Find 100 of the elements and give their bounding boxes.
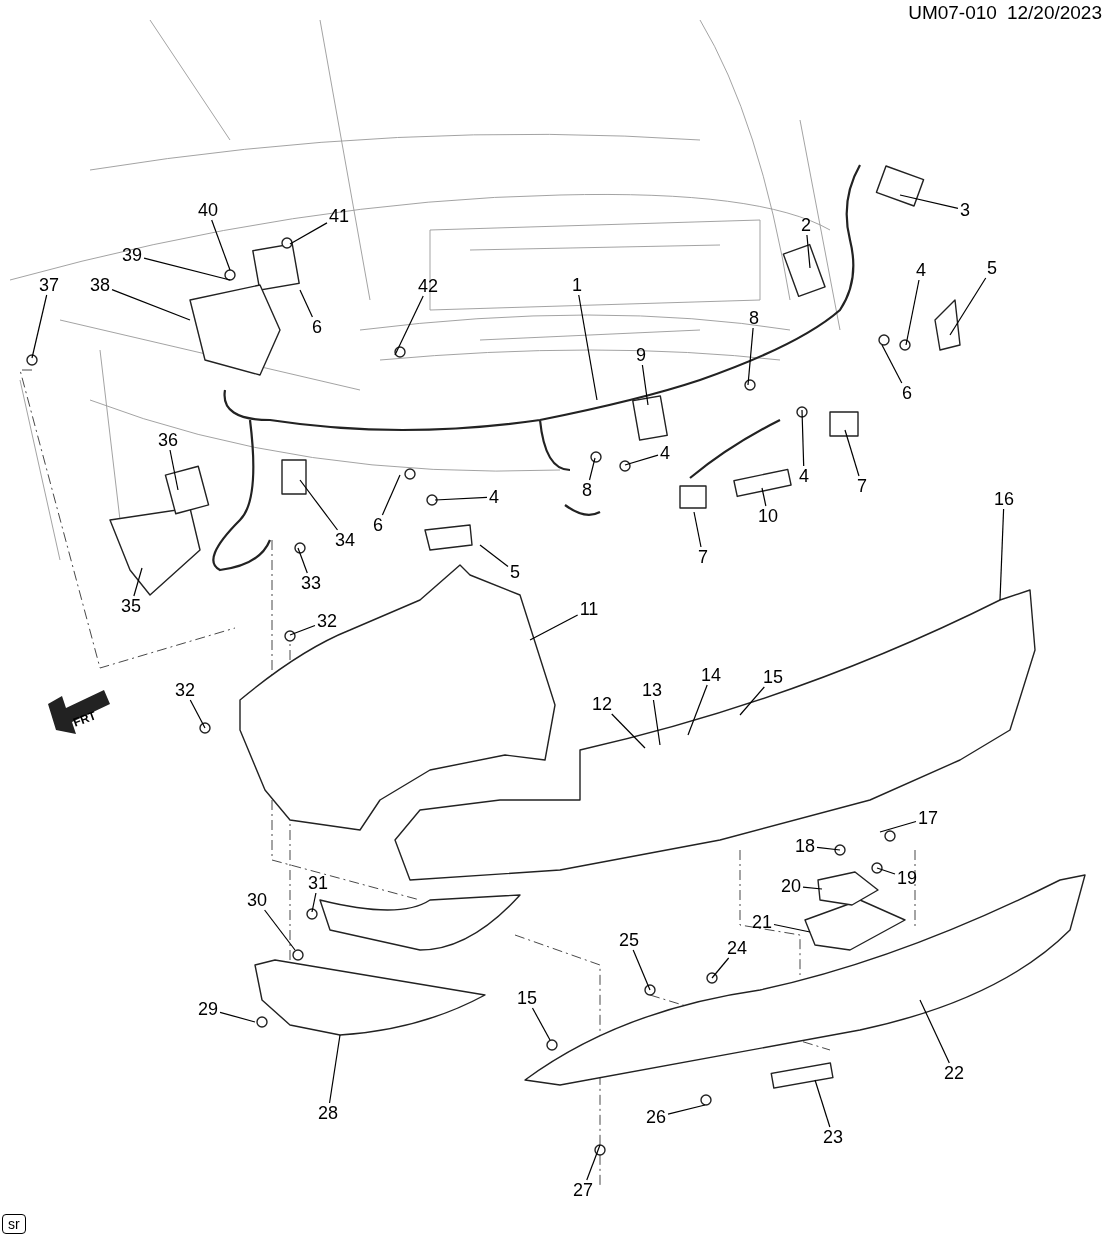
callout-number: 5 <box>508 562 522 582</box>
leader-line <box>586 1144 601 1181</box>
leader-line <box>881 344 903 384</box>
leader-line <box>652 699 661 746</box>
callout-number: 12 <box>590 694 614 714</box>
leader-line <box>632 949 651 991</box>
callout-number: 22 <box>942 1063 966 1083</box>
leader-line <box>919 999 950 1064</box>
leader-line <box>879 820 917 833</box>
callout-number: 4 <box>797 466 811 486</box>
leader-line <box>641 364 649 406</box>
callout-number: 40 <box>196 200 220 220</box>
callout-number: 4 <box>487 487 501 507</box>
leader-line <box>311 892 317 913</box>
callout-number: 35 <box>119 596 143 616</box>
callout-number: 25 <box>617 930 641 950</box>
callout-number: 41 <box>327 206 351 226</box>
leader-line <box>806 234 811 269</box>
callout-number: 31 <box>306 873 330 893</box>
leader-line <box>773 923 811 933</box>
leader-line <box>739 686 765 716</box>
illustration-number: UM07-010 <box>908 2 997 24</box>
leader-line <box>219 1011 256 1023</box>
leader-line <box>816 846 841 851</box>
callout-number: 6 <box>310 317 324 337</box>
callout-number: 23 <box>821 1127 845 1147</box>
callout-number: 7 <box>855 476 869 496</box>
leader-line <box>802 886 823 890</box>
leader-line <box>531 1007 551 1041</box>
leader-line <box>133 567 143 597</box>
leader-line <box>289 624 316 636</box>
leader-line <box>299 479 339 531</box>
callout-number: 19 <box>895 868 919 888</box>
callout-number: 39 <box>120 245 144 265</box>
leader-line <box>328 1034 341 1104</box>
callout-number: 14 <box>699 665 723 685</box>
leader-line <box>693 511 702 548</box>
callout-number: 36 <box>156 430 180 450</box>
leader-line <box>143 257 231 281</box>
leader-line <box>578 294 598 401</box>
callout-number: 17 <box>916 808 940 828</box>
callout-number: 1 <box>570 275 584 295</box>
callout-number: 37 <box>37 275 61 295</box>
leader-line <box>667 1104 706 1115</box>
callout-number: 8 <box>580 480 594 500</box>
callout-number: 10 <box>756 506 780 526</box>
callout-number: 8 <box>747 308 761 328</box>
leader-line <box>394 295 424 356</box>
callout-number: 29 <box>196 999 220 1019</box>
callout-number: 32 <box>173 680 197 700</box>
callout-number: 6 <box>371 515 385 535</box>
date-label: 12/20/2023 <box>1006 2 1102 24</box>
callout-number: 9 <box>634 345 648 365</box>
callout-number: 42 <box>416 276 440 296</box>
leader-line <box>687 684 708 736</box>
callout-number: 7 <box>696 547 710 567</box>
leader-line <box>588 457 596 481</box>
callout-number: 30 <box>245 890 269 910</box>
leader-line <box>31 294 48 359</box>
leader-line <box>434 496 488 501</box>
callout-number: 13 <box>640 680 664 700</box>
leader-line <box>814 1079 831 1128</box>
leader-line <box>624 454 659 466</box>
callout-number: 26 <box>644 1107 668 1127</box>
callout-number: 18 <box>793 836 817 856</box>
leader-line <box>297 547 308 574</box>
leader-line <box>801 409 805 467</box>
callout-number: 32 <box>315 611 339 631</box>
leader-line <box>905 279 920 346</box>
callout-number: 4 <box>658 443 672 463</box>
leader-line <box>289 222 328 245</box>
leader-line <box>844 429 860 477</box>
leader-line <box>299 289 313 318</box>
callout-number: 16 <box>992 489 1016 509</box>
leader-line <box>111 289 191 321</box>
callout-number: 6 <box>900 383 914 403</box>
callout-number: 27 <box>571 1180 595 1200</box>
callout-number: 2 <box>799 215 813 235</box>
callout-number: 4 <box>914 260 928 280</box>
leader-line <box>899 194 959 209</box>
leader-line <box>747 327 754 386</box>
leader-line <box>189 699 206 729</box>
callout-number: 34 <box>333 530 357 550</box>
leader-line <box>264 909 296 951</box>
leader-line <box>611 713 646 749</box>
leader-line <box>949 277 987 336</box>
direction-label: FRT <box>71 708 98 730</box>
callout-number: 15 <box>515 988 539 1008</box>
leader-line <box>999 508 1005 601</box>
leader-line <box>761 487 767 507</box>
code-label: sr <box>2 1214 26 1234</box>
callout-number: 3 <box>958 200 972 220</box>
callout-number: 15 <box>761 667 785 687</box>
callout-number: 11 <box>577 599 601 619</box>
leader-line <box>381 474 401 516</box>
callout-number: 21 <box>750 912 774 932</box>
callout-number: 38 <box>88 275 112 295</box>
callout-number: 28 <box>316 1103 340 1123</box>
leader-line <box>479 544 509 568</box>
leader-line <box>876 867 896 875</box>
